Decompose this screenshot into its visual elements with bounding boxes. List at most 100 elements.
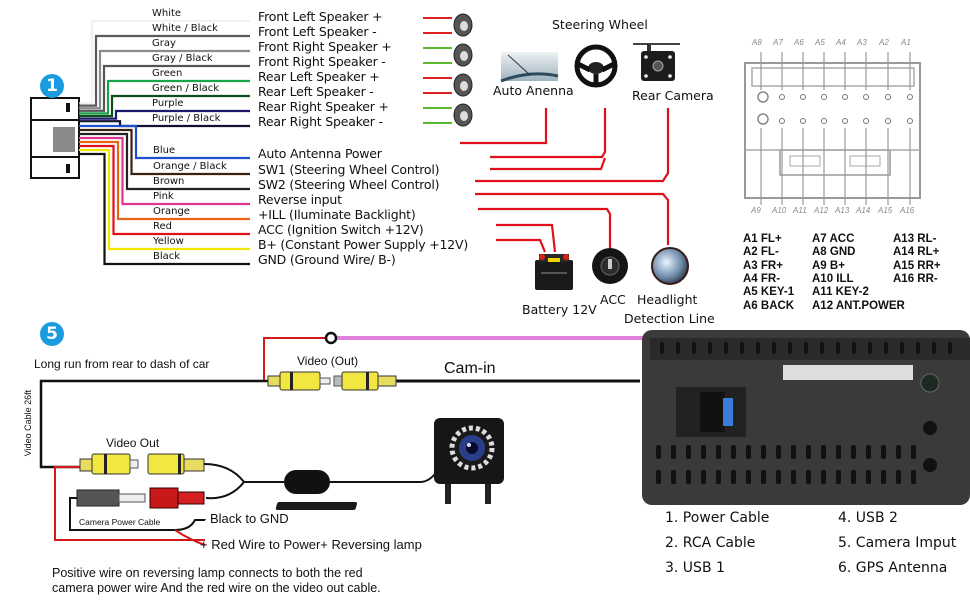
vent-slot bbox=[656, 470, 661, 484]
wire-function-label: Front Right Speaker + bbox=[258, 39, 392, 54]
pin-hole bbox=[907, 118, 913, 124]
pinout-entry: A3 FR+ bbox=[743, 259, 783, 272]
pin-top-label: A2 bbox=[879, 38, 889, 47]
wire-8 bbox=[79, 124, 250, 160]
pin-top-label: A4 bbox=[836, 38, 846, 47]
wire-color-label: Red bbox=[153, 221, 172, 232]
video-out-top-label: Video (Out) bbox=[297, 354, 359, 368]
steering-wheel-label: Steering Wheel bbox=[552, 17, 648, 32]
pin-top-label: A8 bbox=[752, 38, 762, 47]
pin-hole bbox=[821, 118, 827, 124]
wire-function-label: B+ (Constant Power Supply +12V) bbox=[258, 237, 469, 252]
legend-item: 3. USB 1 bbox=[665, 560, 725, 576]
legend-item: 6. GPS Antenna bbox=[838, 560, 948, 576]
video-cable-length-label: Video Cable 26ft bbox=[23, 389, 33, 457]
pinout-entry: A12 ANT.POWER bbox=[812, 299, 905, 312]
vent-slot bbox=[724, 342, 728, 354]
wire-9 bbox=[79, 128, 250, 176]
note-line-1: Positive wire on reversing lamp connects… bbox=[52, 566, 363, 580]
signal-wire bbox=[460, 108, 548, 145]
vent-slot bbox=[692, 342, 696, 354]
vent-slot bbox=[851, 445, 856, 459]
signal-wire bbox=[490, 157, 607, 171]
vent-slot bbox=[701, 470, 706, 484]
wire-color-label: White / Black bbox=[152, 23, 218, 34]
pin-hole bbox=[863, 94, 869, 100]
pin-top-label: A1 bbox=[901, 38, 911, 47]
battery-label: Battery 12V bbox=[522, 302, 597, 317]
vent-slot bbox=[791, 445, 796, 459]
headlight-icon bbox=[651, 247, 689, 285]
pin-hole bbox=[821, 94, 827, 100]
signal-wire bbox=[496, 238, 547, 253]
pin-hole bbox=[885, 94, 891, 100]
section-5-badge: 5 bbox=[40, 322, 64, 346]
vent-slot bbox=[756, 342, 760, 354]
speaker-wires bbox=[423, 13, 473, 127]
vent-slot bbox=[836, 445, 841, 459]
wire-0 bbox=[79, 20, 250, 104]
pinout-entry: A14 RL+ bbox=[893, 246, 940, 259]
vent-slot bbox=[836, 342, 840, 354]
vent-slot bbox=[740, 342, 744, 354]
wire-function-label: GND (Ground Wire/ B-) bbox=[258, 252, 396, 267]
signal-wire bbox=[478, 207, 612, 248]
vent-slot bbox=[804, 342, 808, 354]
detection-line-label: Detection Line bbox=[624, 311, 715, 326]
pinout-entry: A5 KEY-1 bbox=[743, 286, 795, 299]
vent-slot bbox=[911, 445, 916, 459]
vent-slot bbox=[791, 470, 796, 484]
pin-hole bbox=[800, 94, 806, 100]
vent-slot bbox=[776, 445, 781, 459]
pin-hole bbox=[779, 94, 785, 100]
vent-slot bbox=[821, 470, 826, 484]
pin-bottom-label: A16 bbox=[900, 206, 915, 215]
rca-connector-pair-bottom bbox=[79, 453, 205, 475]
pin-hole bbox=[800, 118, 806, 124]
vent-slot bbox=[900, 342, 904, 354]
speaker-cone-icon bbox=[460, 21, 468, 31]
vent-slot bbox=[772, 342, 776, 354]
rear-camera-icon bbox=[633, 43, 680, 81]
pin-top-label: A7 bbox=[773, 38, 783, 47]
pin-bottom-label: A11 bbox=[793, 206, 807, 215]
vent-slot bbox=[896, 470, 901, 484]
vent-slot bbox=[896, 445, 901, 459]
wire-1 bbox=[79, 34, 250, 107]
vent-slot bbox=[884, 342, 888, 354]
vent-slot bbox=[820, 342, 824, 354]
vent-slot bbox=[851, 470, 856, 484]
wire-function-label: Reverse input bbox=[258, 192, 342, 207]
pin-bottom-label: A10 bbox=[772, 206, 787, 215]
pinout-entry: A6 BACK bbox=[743, 299, 795, 312]
head-unit-back-panel bbox=[642, 330, 970, 505]
pin-hole bbox=[907, 94, 913, 100]
wire-function-label: Rear Right Speaker + bbox=[258, 99, 389, 114]
signal-wire bbox=[475, 192, 670, 245]
pinout-entry: A9 B+ bbox=[812, 259, 845, 272]
wire-color-label: Purple / Black bbox=[152, 113, 221, 124]
wire-function-label: Rear Left Speaker - bbox=[258, 84, 374, 99]
vent-slot bbox=[881, 445, 886, 459]
vent-slot bbox=[686, 445, 691, 459]
pinout-entry: A15 RR+ bbox=[893, 259, 941, 272]
rca-connector-pair-top bbox=[267, 371, 397, 391]
cam-in-label: Cam-in bbox=[444, 360, 496, 377]
wire-11 bbox=[79, 136, 250, 206]
pinout-entry: A16 RR- bbox=[893, 272, 938, 285]
signal-wire bbox=[490, 108, 607, 159]
auto-antenna-icon bbox=[500, 52, 559, 83]
vent-slot bbox=[806, 470, 811, 484]
wire-3 bbox=[79, 64, 250, 112]
wire-function-label: SW1 (Steering Wheel Control) bbox=[258, 162, 440, 177]
wire-color-label: Green bbox=[152, 68, 183, 79]
vent-slot bbox=[761, 445, 766, 459]
wire-color-label: Black bbox=[153, 251, 181, 262]
vent-slot bbox=[806, 445, 811, 459]
wire-10 bbox=[79, 132, 250, 191]
wire-color-label: Gray bbox=[152, 38, 176, 49]
wire-function-label: Front Right Speaker - bbox=[258, 54, 386, 69]
pin-connector-diagram bbox=[744, 52, 921, 205]
pinout-entry: A10 ILL bbox=[812, 272, 854, 285]
